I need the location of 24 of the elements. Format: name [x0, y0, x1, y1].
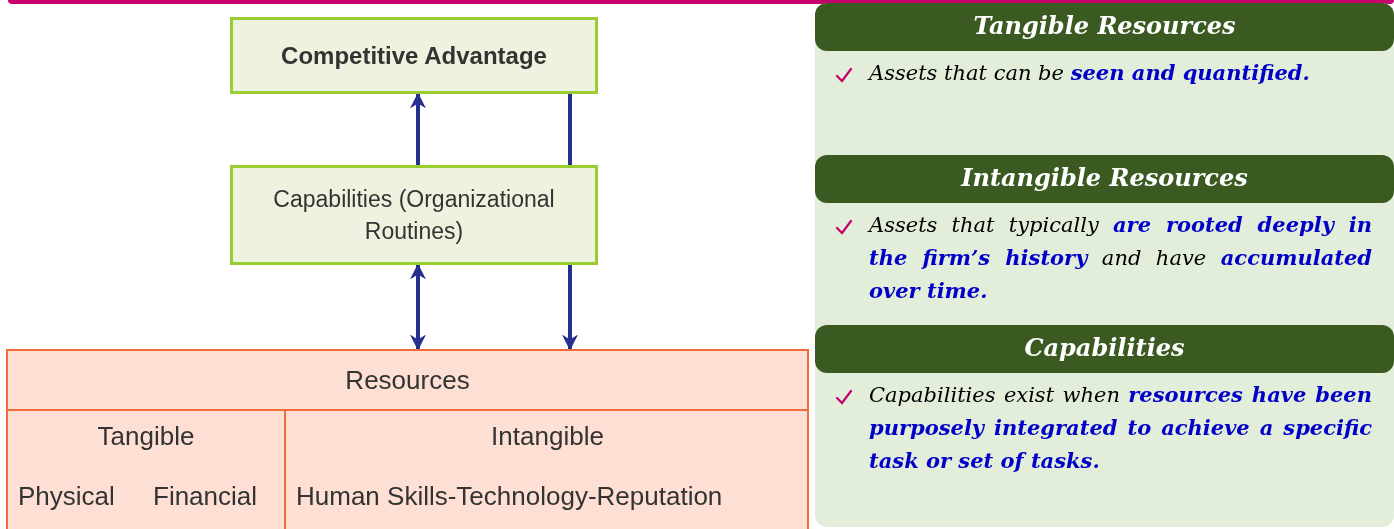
card-text: Assets that can be seen and quantified.	[869, 59, 1311, 87]
cell-text: Financial	[153, 481, 258, 512]
arrow	[562, 265, 578, 351]
info-card	[815, 325, 1394, 527]
info-card	[815, 3, 1394, 155]
info-card	[815, 155, 1394, 325]
card-title: Tangible Resources	[972, 11, 1237, 40]
resources-table	[6, 349, 809, 529]
cell-text: Human Skills-Technology-Reputation	[296, 481, 723, 512]
cell-heading: Intangible	[490, 421, 605, 452]
box-label: Capabilities (Organizational Routines)	[272, 184, 556, 246]
process-box	[230, 165, 598, 265]
card-text: Capabilities exist when resources have been purposely integrated to achieve a specific task or set of tasks.	[869, 381, 1372, 475]
connector-line	[568, 94, 572, 165]
card-title: Intangible Resources	[959, 163, 1249, 192]
box-label: Competitive Advantage	[280, 41, 548, 70]
process-box	[230, 17, 598, 94]
card-title: Capabilities	[1023, 333, 1186, 362]
card-text: Assets that typically are rooted deeply in the firm’s history and have accumulated over time.	[869, 211, 1372, 305]
table-heading: Resources	[344, 365, 471, 396]
arrow	[410, 263, 426, 351]
arrow	[410, 92, 426, 165]
cell-heading: Tangible	[96, 421, 196, 452]
cell-text: Physical	[18, 481, 115, 512]
